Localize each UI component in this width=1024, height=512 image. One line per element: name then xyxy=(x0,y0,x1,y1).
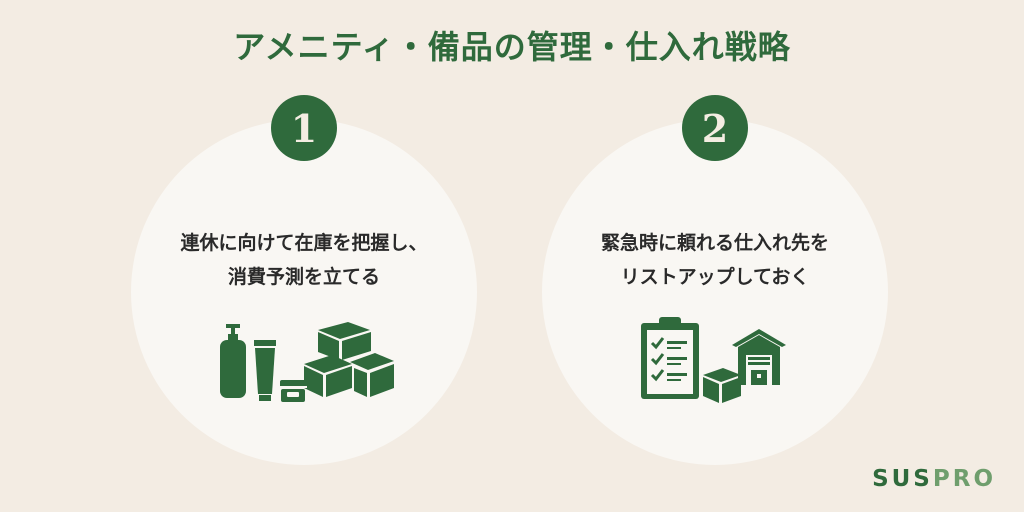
step-1-line-2: 消費予測を立てる xyxy=(227,266,380,288)
brand-logo: SUSPRO xyxy=(872,466,996,492)
step-2-number-badge: 2 xyxy=(682,95,748,161)
amenity-bottles-and-boxes-icon xyxy=(220,322,394,402)
step-1-number-badge: 1 xyxy=(271,95,337,161)
step-2-text: 緊急時に頼れる仕入れ先を リストアップしておく xyxy=(542,226,888,294)
step-2-line-1: 緊急時に頼れる仕入れ先を xyxy=(600,232,829,254)
step-2-line-2: リストアップしておく xyxy=(620,266,810,288)
step-1-text: 連休に向けて在庫を把握し、 消費予測を立てる xyxy=(131,226,477,294)
page-title: アメニティ・備品の管理・仕入れ戦略 xyxy=(233,28,791,66)
step-1-circle xyxy=(131,119,477,465)
checklist-warehouse-box-icon xyxy=(641,317,786,403)
step-1-line-1: 連休に向けて在庫を把握し、 xyxy=(180,232,428,254)
step-2-circle xyxy=(542,119,888,465)
